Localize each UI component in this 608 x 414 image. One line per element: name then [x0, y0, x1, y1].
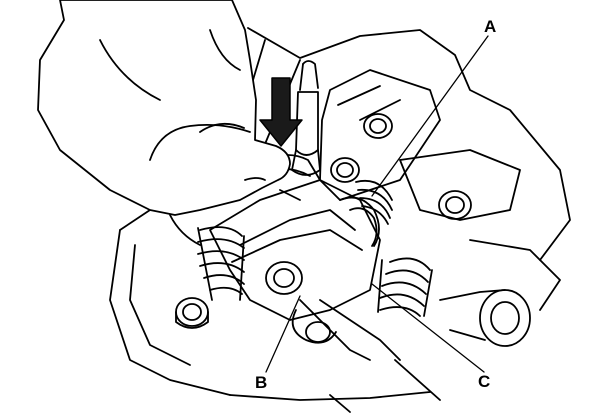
- callout-label-b: B: [255, 373, 268, 392]
- hand-icon: [37, 0, 291, 246]
- callout-label-a: A: [484, 17, 497, 36]
- valve-spring-left: [197, 226, 245, 301]
- rocker-arm-b: [209, 179, 401, 361]
- callout-label-c: C: [478, 372, 491, 391]
- right-rocker-assembly: [399, 149, 561, 347]
- cylinder-head-outline: [109, 27, 571, 413]
- valve-stem-guide: [291, 60, 321, 176]
- down-arrow-icon: [259, 77, 303, 147]
- left-bolt: [175, 297, 209, 329]
- valve-spring-right: [377, 257, 433, 317]
- leader-lines: [265, 35, 489, 373]
- camshaft-bearing-cap: [319, 69, 441, 201]
- lost-motion-spring-c: [339, 179, 393, 247]
